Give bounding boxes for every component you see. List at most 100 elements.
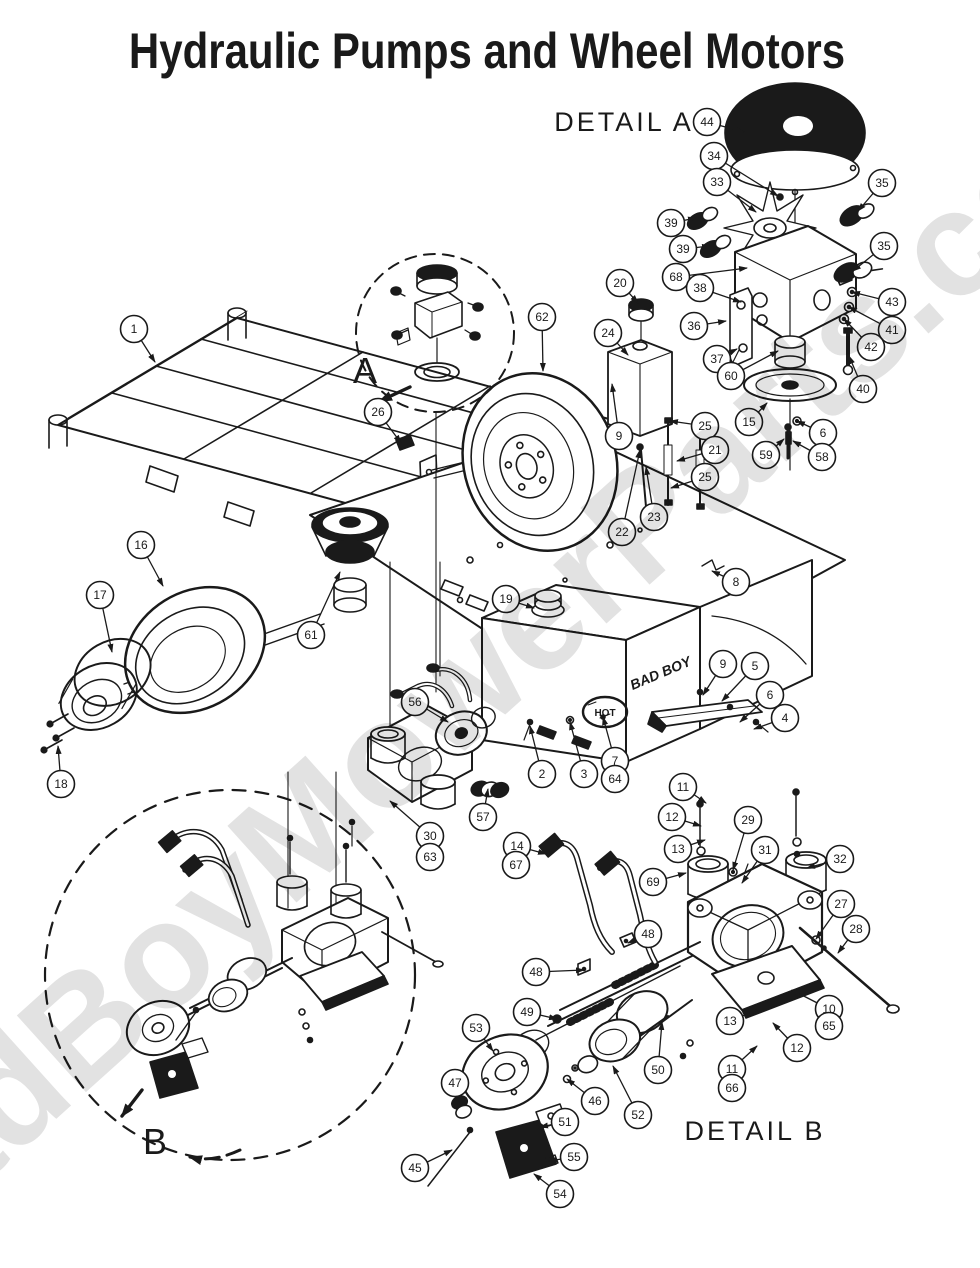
tank-hot-label: HOT xyxy=(594,708,615,719)
svg-text:27: 27 xyxy=(834,897,848,911)
svg-text:59: 59 xyxy=(759,448,773,462)
svg-text:12: 12 xyxy=(790,1041,804,1055)
callout-13: 13 xyxy=(715,1006,758,1036)
callout-58: 58 xyxy=(792,440,837,472)
svg-text:63: 63 xyxy=(423,850,437,864)
pump-assembly xyxy=(287,561,510,929)
callout-23: 23 xyxy=(639,466,669,532)
callout-36: 36 xyxy=(679,311,727,341)
detail-circle-a xyxy=(355,253,515,693)
callout-53: 53 xyxy=(461,1013,494,1052)
svg-text:9: 9 xyxy=(720,657,727,671)
callout-30: 30 xyxy=(389,800,445,851)
svg-text:44: 44 xyxy=(700,115,714,129)
svg-text:68: 68 xyxy=(669,270,683,284)
lug-bolts xyxy=(40,713,75,754)
callout-45: 45 xyxy=(400,1149,453,1183)
svg-text:52: 52 xyxy=(631,1108,645,1122)
svg-text:20: 20 xyxy=(613,276,627,290)
svg-text:38: 38 xyxy=(693,281,707,295)
svg-text:35: 35 xyxy=(877,239,891,253)
svg-text:2: 2 xyxy=(539,767,546,781)
svg-text:9: 9 xyxy=(616,429,623,443)
callout-17: 17 xyxy=(85,580,115,653)
callout-6: 6 xyxy=(796,418,838,448)
svg-text:5: 5 xyxy=(752,659,759,673)
callout-49: 49 xyxy=(512,997,558,1027)
svg-text:57: 57 xyxy=(476,810,490,824)
callout-48: 48 xyxy=(521,957,585,987)
callout-34: 34 xyxy=(699,141,779,197)
callout-52: 52 xyxy=(612,1065,653,1130)
callout-13: 13 xyxy=(663,834,706,864)
callout-48: 48 xyxy=(627,919,663,949)
callout-29: 29 xyxy=(732,805,763,871)
circle-b-letter: B xyxy=(143,1121,167,1162)
svg-text:1: 1 xyxy=(131,322,138,336)
svg-text:67: 67 xyxy=(509,858,523,872)
callout-43: 43 xyxy=(851,287,907,317)
callout-65: 65 xyxy=(814,1011,844,1041)
callout-27: 27 xyxy=(815,889,856,940)
callout-54: 54 xyxy=(533,1173,575,1209)
svg-text:8: 8 xyxy=(733,575,740,589)
svg-text:16: 16 xyxy=(134,538,148,552)
callout-16: 16 xyxy=(126,530,164,587)
svg-text:3: 3 xyxy=(581,767,588,781)
svg-text:66: 66 xyxy=(725,1081,739,1095)
callout-12: 12 xyxy=(772,1022,812,1063)
right-rear-tire xyxy=(461,371,619,553)
svg-text:62: 62 xyxy=(535,310,549,324)
svg-text:21: 21 xyxy=(708,443,722,457)
svg-text:69: 69 xyxy=(646,875,660,889)
svg-text:15: 15 xyxy=(742,415,756,429)
callout-68: 68 xyxy=(661,262,748,292)
svg-text:40: 40 xyxy=(856,382,870,396)
svg-text:37: 37 xyxy=(710,352,724,366)
svg-text:19: 19 xyxy=(499,592,513,606)
callout-8: 8 xyxy=(711,567,751,597)
svg-text:47: 47 xyxy=(448,1076,462,1090)
callout-24: 24 xyxy=(593,318,629,356)
callout-55: 55 xyxy=(548,1142,589,1172)
svg-text:11: 11 xyxy=(726,1062,739,1076)
svg-text:42: 42 xyxy=(864,340,878,354)
svg-text:33: 33 xyxy=(710,175,724,189)
callout-31: 31 xyxy=(741,835,780,884)
callout-41: 41 xyxy=(848,306,907,345)
callout-12: 12 xyxy=(657,802,702,832)
svg-text:48: 48 xyxy=(529,965,543,979)
callout-42: 42 xyxy=(843,318,886,362)
svg-text:18: 18 xyxy=(54,777,68,791)
callout-25: 25 xyxy=(669,411,720,441)
svg-text:49: 49 xyxy=(520,1005,534,1019)
svg-text:54: 54 xyxy=(553,1187,567,1201)
svg-text:13: 13 xyxy=(723,1014,737,1028)
detail-b-label: DETAIL B xyxy=(684,1116,825,1146)
svg-text:25: 25 xyxy=(698,470,712,484)
hydraulic-tank xyxy=(481,559,813,763)
svg-text:61: 61 xyxy=(304,628,318,642)
callout-9: 9 xyxy=(702,649,738,696)
callout-18: 18 xyxy=(46,745,76,799)
callout-4: 4 xyxy=(753,703,800,733)
callout-66: 66 xyxy=(717,1073,747,1103)
callout-69: 69 xyxy=(638,867,687,897)
svg-text:24: 24 xyxy=(601,326,615,340)
svg-text:12: 12 xyxy=(665,810,679,824)
callout-14: 14 xyxy=(502,831,547,861)
svg-text:43: 43 xyxy=(885,295,899,309)
callout-57: 57 xyxy=(468,788,498,832)
detail-a-label: DETAIL A xyxy=(554,107,694,137)
callout-11: 11 xyxy=(668,772,707,804)
callout-44: 44 xyxy=(692,107,745,137)
callout-6: 6 xyxy=(739,680,785,723)
svg-text:48: 48 xyxy=(641,927,655,941)
svg-text:13: 13 xyxy=(671,842,685,856)
callout-21: 21 xyxy=(676,435,730,465)
svg-text:22: 22 xyxy=(615,525,629,539)
callout-56: 56 xyxy=(400,687,449,723)
page-title: Hydraulic Pumps and Wheel Motors xyxy=(129,23,845,79)
svg-text:7: 7 xyxy=(612,754,619,768)
svg-text:60: 60 xyxy=(724,369,738,383)
